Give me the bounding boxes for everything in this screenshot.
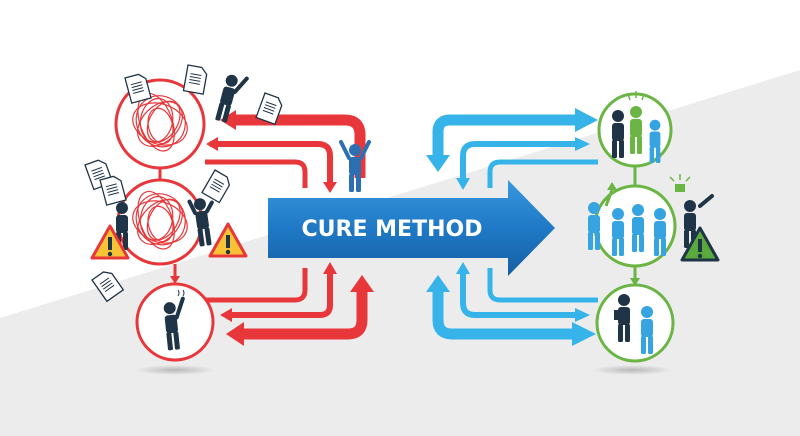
node-happy-family [597, 91, 673, 168]
cure-method-arrow: CURE METHOD [268, 180, 555, 276]
cheering-person-icon [339, 140, 371, 192]
warning-icon [680, 226, 720, 262]
cure-method-label: CURE METHOD [302, 217, 483, 242]
node-happy-team [588, 174, 714, 268]
problem-flow [84, 64, 374, 362]
warning-icon [208, 222, 248, 258]
node-chaos-2 [116, 178, 204, 266]
frustrated-person-icon [215, 73, 249, 123]
node-stressed-person [135, 282, 215, 362]
solution-flow [426, 91, 720, 363]
node-collaboration [595, 283, 675, 363]
panicked-person-icon [187, 197, 214, 247]
